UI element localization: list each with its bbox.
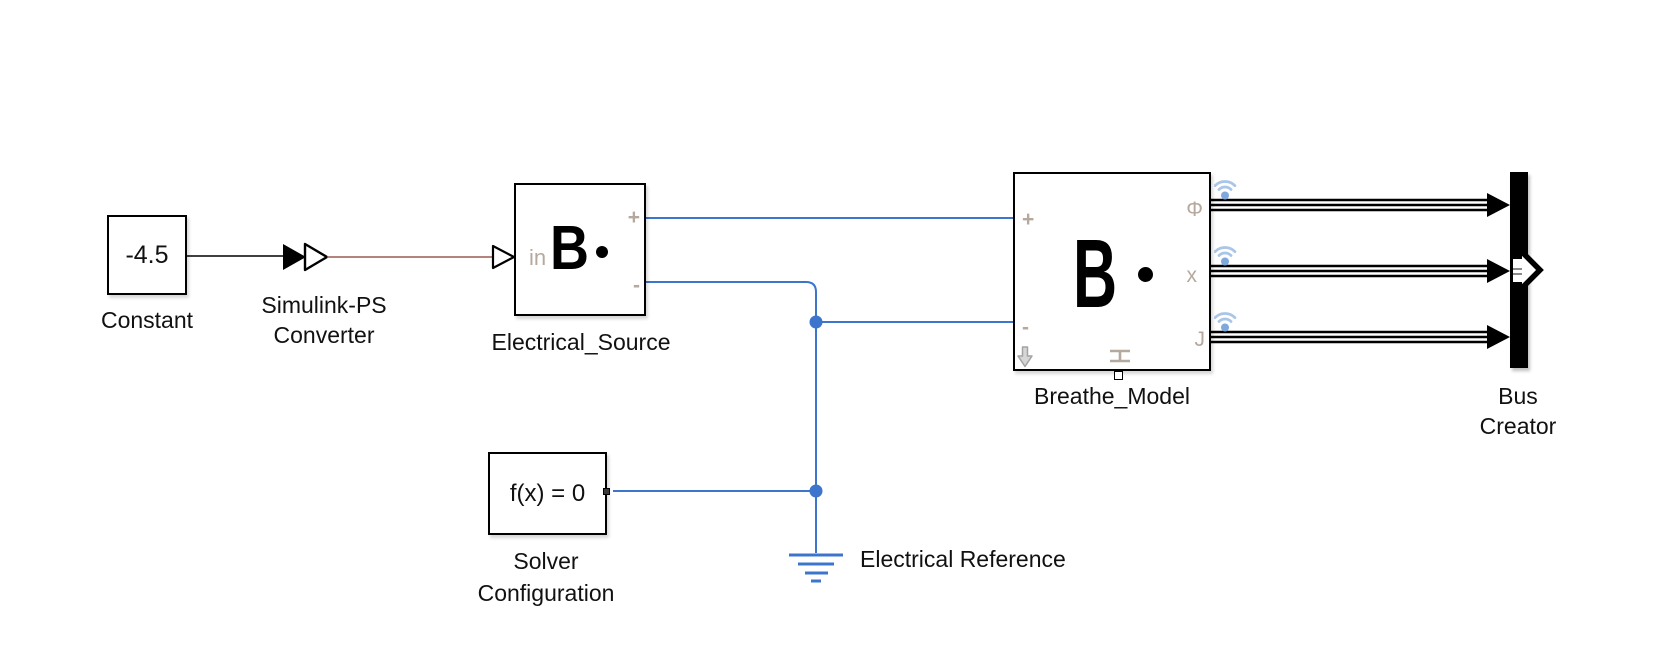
solver-port-square[interactable]	[603, 488, 610, 495]
port-label-in: in	[529, 245, 547, 270]
converter-filled-triangle-icon	[283, 244, 306, 270]
converter-open-triangle-icon	[303, 242, 329, 272]
junction-dot[interactable]	[809, 315, 823, 329]
logged-signal-badge-icon[interactable]	[1213, 304, 1241, 337]
input-port-arrow-icon	[491, 244, 516, 270]
arrowhead-icon	[1487, 325, 1510, 349]
constant-label[interactable]: Constant	[100, 307, 194, 333]
simulink-ps-converter-label[interactable]: Simulink-PS Converter	[261, 292, 387, 348]
bus-wire-x[interactable]	[1211, 259, 1510, 283]
port-label-minus: -	[1022, 316, 1029, 339]
port-label-x: x	[1186, 264, 1198, 287]
port-label-plus: +	[627, 206, 640, 229]
constant-block[interactable]: -4.5	[107, 215, 187, 295]
electrical-source-label[interactable]: Electrical_Source	[491, 329, 671, 355]
breathe-logo-dot-icon	[1138, 267, 1153, 282]
port-label-j: J	[1194, 328, 1206, 351]
bus-wire-phi[interactable]	[1211, 193, 1510, 217]
constant-value: -4.5	[125, 240, 169, 269]
solver-configuration-label[interactable]: Solver Configuration	[477, 548, 615, 606]
solver-configuration-value: f(x) = 0	[509, 479, 586, 507]
arrowhead-icon	[1487, 259, 1510, 283]
bus-wire-j[interactable]	[1211, 325, 1510, 349]
down-arrow-badge-icon	[1017, 346, 1033, 368]
source-b-logo: B	[550, 214, 589, 283]
bus-creator-output-chevron-icon	[1520, 250, 1544, 290]
simulink-ps-converter-icon	[283, 242, 329, 272]
solver-configuration-block[interactable]: f(x) = 0	[488, 452, 610, 535]
bus-creator-label[interactable]: Bus Creator	[1479, 383, 1557, 439]
port-label-plus: +	[1022, 208, 1035, 231]
electrical-source-block[interactable]: in B + -	[514, 183, 646, 316]
electrical-reference-label[interactable]: Electrical Reference	[860, 546, 1066, 572]
breathe-model-block[interactable]: + - B Φ x J	[1013, 172, 1211, 380]
logged-signal-badge-icon[interactable]	[1213, 172, 1241, 205]
source-logo-dot-icon	[596, 246, 608, 258]
logged-signal-badge-icon[interactable]	[1213, 238, 1241, 271]
conserving-port-icon	[1110, 349, 1130, 363]
arrowhead-icon	[1487, 193, 1510, 217]
breathe-b-logo: B	[1073, 219, 1118, 328]
ground-icon[interactable]	[789, 553, 843, 583]
port-label-minus: -	[633, 274, 640, 297]
junction-dot[interactable]	[809, 484, 823, 498]
port-label-phi: Φ	[1186, 198, 1203, 221]
wire-source-minus-down-to-ground[interactable]	[646, 281, 817, 553]
bus-creator-output-stripes-icon	[1513, 259, 1524, 282]
breathe-model-label[interactable]: Breathe_Model	[1034, 383, 1190, 409]
model-bottom-port-square[interactable]	[1114, 371, 1123, 380]
